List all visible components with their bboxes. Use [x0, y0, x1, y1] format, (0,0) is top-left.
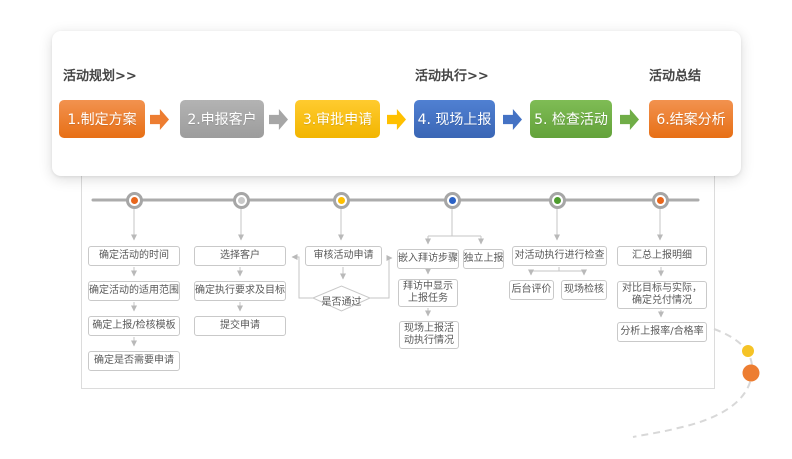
section-label-planning: 活动规划>>	[63, 69, 137, 84]
step-box-3-approve-apply: 3.审批申请	[295, 100, 380, 138]
flow-box-compare-target: 对比目标与实际，确定兑付情况	[617, 281, 707, 309]
steps-card: 活动规划>> 活动执行>> 活动总结 1.制定方案 2.申报客户 3.审批申请 …	[52, 31, 741, 176]
timeline-node-2	[232, 192, 250, 209]
flow-box-backend-eval: 后台评价	[509, 280, 554, 300]
section-label-summary: 活动总结	[649, 69, 702, 84]
node-dot-blue	[448, 197, 456, 204]
arrow-right-icon	[387, 109, 406, 130]
section-label-execution: 活动执行>>	[415, 69, 489, 84]
arrow-right-icon	[620, 109, 639, 130]
flow-box-onsite-check: 现场检核	[561, 280, 607, 300]
flow-box-show-task: 拜访中显示上报任务	[398, 279, 458, 307]
arrow-right-icon	[503, 109, 522, 130]
node-dot-orange	[130, 197, 138, 204]
flow-box-onsite-report: 现场上报活动执行情况	[399, 321, 459, 349]
flow-box-submit-apply: 提交申请	[194, 316, 286, 336]
timeline-node-3	[332, 192, 350, 209]
flow-box-define-scope: 确定活动的适用范围	[88, 281, 180, 301]
timeline-node-6	[651, 192, 669, 209]
flow-box-independent-report: 独立上报	[463, 249, 504, 269]
node-dot-green	[553, 197, 561, 204]
arrow-right-icon	[269, 109, 288, 130]
timeline-node-1	[125, 192, 143, 209]
step-box-2-declare-customer: 2.申报客户	[180, 100, 264, 138]
node-dot-gray	[237, 197, 245, 204]
decor-dot-large	[742, 364, 760, 382]
flow-box-exec-requirements: 确定执行要求及目标	[194, 281, 286, 301]
decor-dot-small	[742, 345, 754, 357]
flow-box-define-template: 确定上报/检核模板	[88, 316, 180, 336]
node-dot-yellow	[337, 197, 345, 204]
flow-box-embed-visit: 嵌入拜访步骤	[397, 249, 459, 269]
step-box-5-check-activity: 5. 检查活动	[530, 100, 612, 138]
decision-label-pass: 是否通过	[321, 297, 362, 308]
flow-box-need-apply: 确定是否需要申请	[88, 351, 180, 371]
flow-box-summary-detail: 汇总上报明细	[617, 246, 707, 266]
flow-box-check-execution: 对活动执行进行检查	[512, 246, 607, 266]
step-box-4-onsite-report: 4. 现场上报	[414, 100, 495, 138]
flow-box-select-customer: 选择客户	[194, 246, 286, 266]
flow-box-define-time: 确定活动的时间	[88, 246, 180, 266]
flow-panel	[81, 167, 715, 389]
flow-box-analyze-rate: 分析上报率/合格率	[617, 322, 707, 342]
step-box-1-make-plan: 1.制定方案	[59, 100, 145, 138]
flow-box-review-apply: 审核活动申请	[305, 246, 382, 266]
arrow-right-icon	[150, 109, 169, 130]
node-dot-orange	[656, 197, 664, 204]
timeline-node-4	[443, 192, 461, 209]
timeline-node-5	[548, 192, 566, 209]
step-box-6-close-analysis: 6.结案分析	[649, 100, 733, 138]
